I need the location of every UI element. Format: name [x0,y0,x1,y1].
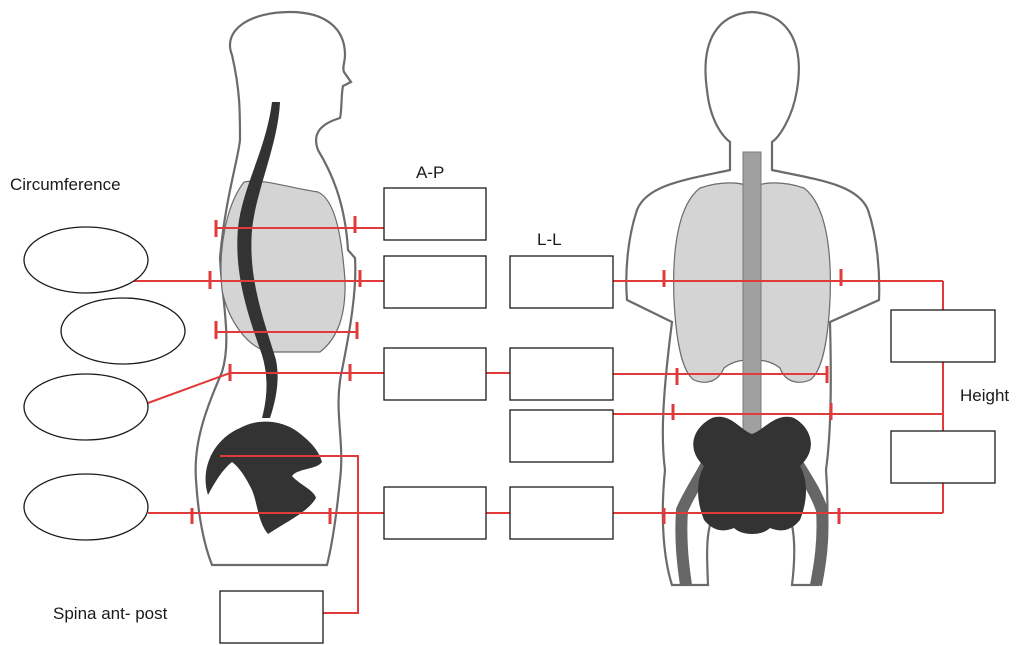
spina-label: Spina ant- post [53,604,168,623]
ll-field-2[interactable] [510,348,613,400]
ap-field-2[interactable] [384,256,486,308]
circumference-field-2[interactable] [61,298,185,364]
ap-field-1[interactable] [384,188,486,240]
circumference-field-3[interactable] [24,374,148,440]
circumference-field-4[interactable] [24,474,148,540]
ap-field-3[interactable] [384,348,486,400]
spina-ant-post-field[interactable] [220,591,323,643]
front-view-figure [626,12,879,585]
ll-field-4[interactable] [510,487,613,539]
height-label: Height [960,386,1009,405]
side-view-figure [196,12,356,565]
circumference-fields [24,227,185,540]
ll-label: L-L [537,230,562,249]
ll-field-3[interactable] [510,410,613,462]
ap-label: A-P [416,163,444,182]
ll-field-1[interactable] [510,256,613,308]
circumference-label: Circumference [10,175,121,194]
height-field-1[interactable] [891,310,995,362]
ap-field-4[interactable] [384,487,486,539]
ll-fields [510,256,613,539]
front-pelvis [693,417,811,534]
front-spine [743,152,761,440]
circumference-field-1[interactable] [24,227,148,293]
height-field-2[interactable] [891,431,995,483]
ap-fields [384,188,486,539]
